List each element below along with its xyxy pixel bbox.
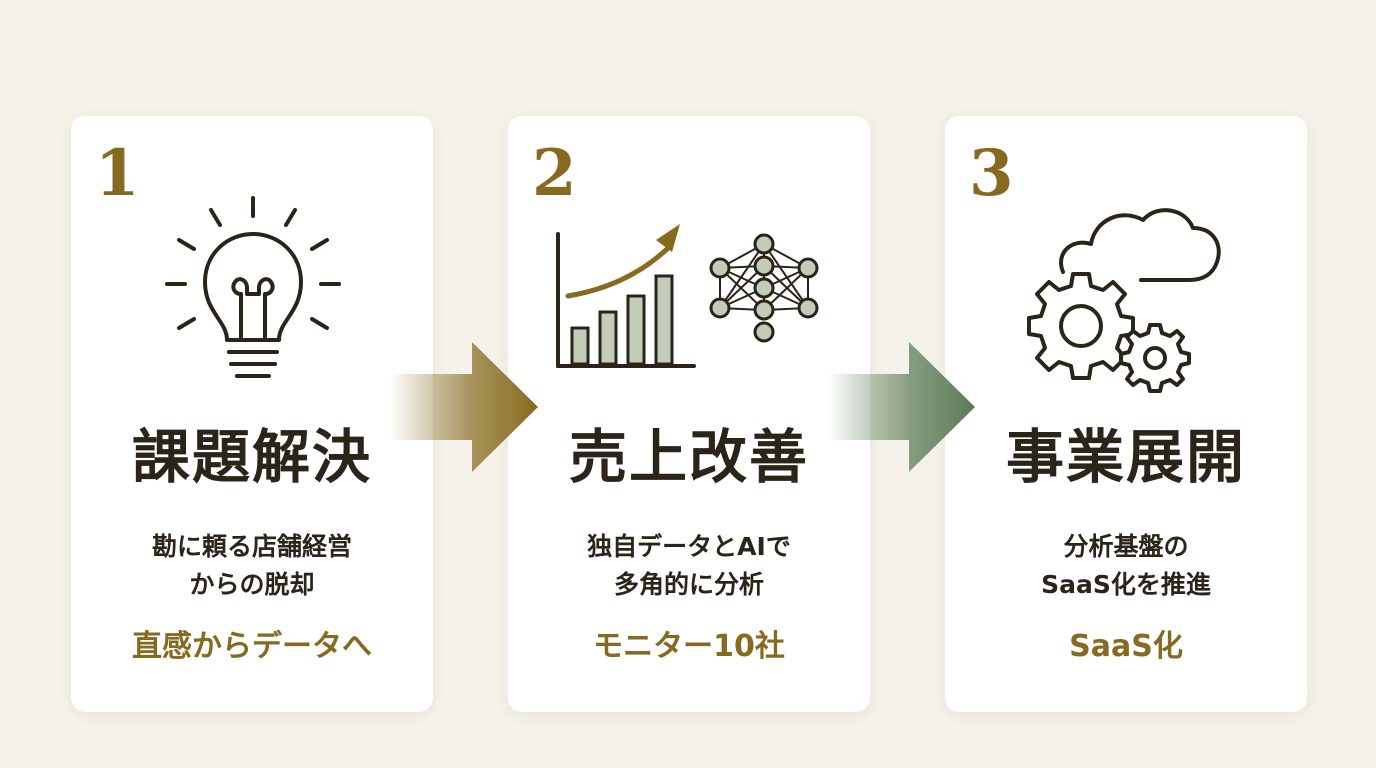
step-number: 1 <box>95 136 140 211</box>
step-number: 2 <box>532 136 577 211</box>
step-description-line-1: 勘に頼る店舗経営 <box>151 532 352 561</box>
flow-arrow-right-icon <box>827 340 977 474</box>
step-description-line-2: SaaS化を推進 <box>1041 570 1211 599</box>
step-description-line-2: からの脱却 <box>189 570 315 599</box>
step-card-3: 3 事業展開 分析基盤の SaaS化を推進 SaaS化 <box>945 116 1307 712</box>
step-title: 事業展開 <box>1005 423 1246 491</box>
step-description-line-1: 分析基盤の <box>1063 532 1189 561</box>
step-title: 売上改善 <box>568 423 809 491</box>
step-card-1: 1 <box>71 116 433 712</box>
step-tag: モニター10社 <box>593 629 785 664</box>
step-card-2: 2 <box>508 116 870 712</box>
growth-chart-neural-network-icon <box>508 116 870 416</box>
step-tag: 直感からデータへ <box>132 629 372 664</box>
step-description: 勘に頼る店舗経営 からの脱却 <box>71 528 433 604</box>
step-description-line-2: 多角的に分析 <box>613 570 764 599</box>
step-title: 課題解決 <box>131 423 372 491</box>
step-description: 分析基盤の SaaS化を推進 <box>945 528 1307 604</box>
lightbulb-icon <box>71 116 433 416</box>
cloud-gears-icon <box>945 116 1307 416</box>
step-number: 3 <box>969 136 1014 211</box>
step-description-line-1: 独自データとAIで <box>587 532 791 561</box>
step-tag: SaaS化 <box>1069 629 1183 664</box>
step-description: 独自データとAIで 多角的に分析 <box>508 528 870 604</box>
flow-arrow-right-icon <box>390 340 540 474</box>
